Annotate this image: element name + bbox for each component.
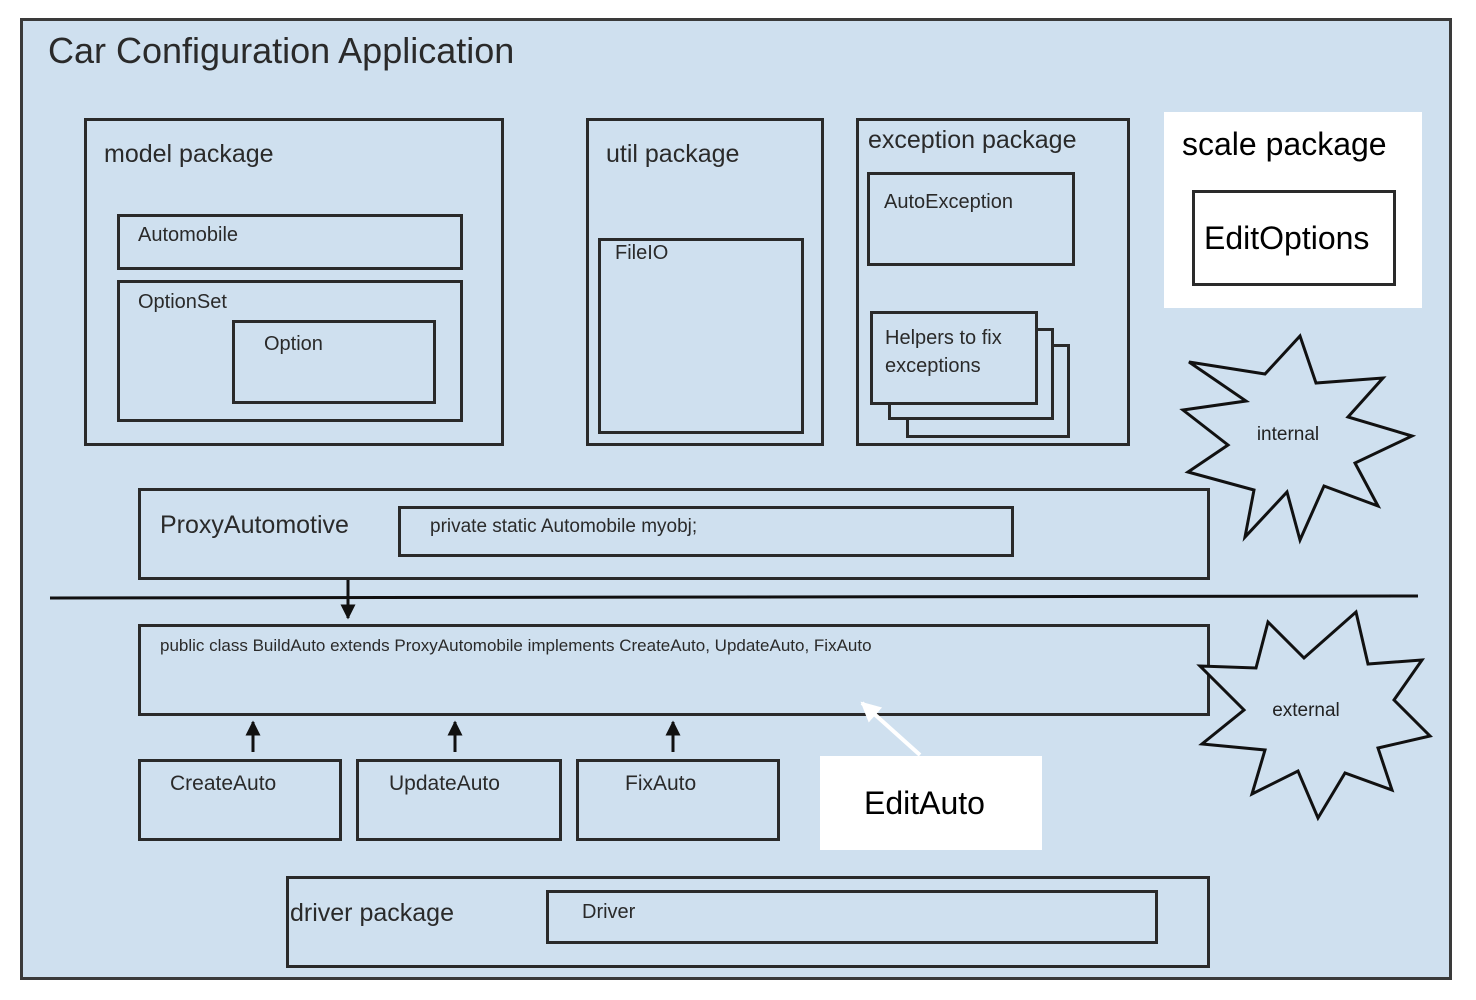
autoexception-class <box>867 172 1075 266</box>
proxy-field-box <box>398 506 1014 557</box>
driver-label: Driver <box>582 901 636 923</box>
fileio-class <box>598 238 804 434</box>
updateauto-interface <box>356 759 562 841</box>
fixauto-label: FixAuto <box>625 772 697 795</box>
editoptions-label: EditOptions <box>1204 220 1370 256</box>
proxy-field-label: private static Automobile myobj; <box>430 516 698 537</box>
fileio-label: FileIO <box>615 242 669 264</box>
util-package-title: util package <box>606 140 740 168</box>
editauto-box <box>820 756 1042 850</box>
createauto-label: CreateAuto <box>170 772 277 795</box>
helpers-label-line2: exceptions <box>885 355 981 377</box>
fixauto-interface <box>576 759 780 841</box>
optionset-label: OptionSet <box>138 291 227 313</box>
helpers-stack-front <box>870 311 1038 405</box>
exception-package-title: exception package <box>868 126 1077 154</box>
autoexception-label: AutoException <box>884 191 1013 213</box>
createauto-interface <box>138 759 342 841</box>
driver-package-title: driver package <box>290 899 454 927</box>
updateauto-label: UpdateAuto <box>389 772 500 795</box>
proxy-title: ProxyAutomotive <box>160 511 349 539</box>
buildauto-declaration: public class BuildAuto extends ProxyAuto… <box>160 636 872 655</box>
scale-package-title: scale package <box>1182 126 1387 162</box>
app-title: Car Configuration Application <box>48 30 515 71</box>
buildauto-class <box>138 624 1210 716</box>
automobile-class <box>117 214 463 270</box>
driver-class <box>546 890 1158 944</box>
helpers-label-line1: Helpers to fix <box>885 327 1002 349</box>
editauto-label: EditAuto <box>864 785 985 821</box>
editoptions-class <box>1192 190 1396 286</box>
automobile-label: Automobile <box>138 224 239 246</box>
model-package-title: model package <box>104 140 274 168</box>
option-class <box>232 320 436 404</box>
option-label: Option <box>264 333 323 355</box>
